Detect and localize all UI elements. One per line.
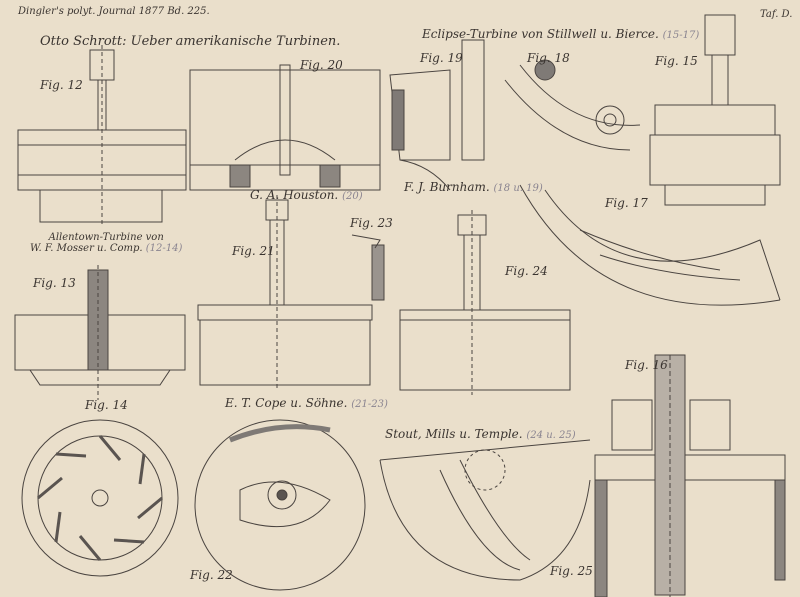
journal-header: Dingler's polyt. Journal 1877 Bd. 225. (18, 6, 210, 17)
section-name: Allentown-Turbine von (48, 232, 164, 243)
fig23-drawing (351, 234, 385, 301)
section-houston: G. A. Houston. (20) (250, 188, 363, 202)
fig-label-14: Fig. 14 (85, 398, 128, 412)
fig-label-15: Fig. 15 (655, 54, 698, 68)
fig24-drawing (399, 210, 571, 395)
fig21-drawing (197, 195, 373, 390)
fig-label-17: Fig. 17 (605, 196, 648, 210)
fig-label-25: Fig. 25 (550, 564, 593, 578)
section-allentown: Allentown-Turbine von W. F. Mosser u. Co… (30, 232, 182, 254)
fig17-drawing (519, 184, 781, 306)
fig-label-23: Fig. 23 (350, 216, 393, 230)
fig18-drawing (504, 59, 641, 151)
section-name: E. T. Cope u. Söhne. (225, 396, 348, 410)
fig-label-21: Fig. 21 (232, 244, 275, 258)
fig14-drawing (21, 419, 179, 577)
section-ref: (18 u. 19) (493, 183, 543, 194)
section-name: Stout, Mills u. Temple. (385, 427, 523, 441)
fig12-drawing (17, 45, 187, 225)
fig-label-24: Fig. 24 (505, 264, 548, 278)
section-eclipse: Eclipse-Turbine von Stillwell u. Bierce.… (422, 27, 699, 41)
section-name: F. J. Burnham. (404, 180, 490, 194)
fig20-drawing (189, 64, 381, 191)
fig-label-12: Fig. 12 (40, 78, 83, 92)
section-cope: E. T. Cope u. Söhne. (21-23) (225, 396, 388, 410)
section-burnham: F. J. Burnham. (18 u. 19) (404, 180, 543, 194)
fig-label-13: Fig. 13 (33, 276, 76, 290)
plate-number: Taf. D. (760, 9, 793, 20)
fig-label-18: Fig. 18 (527, 51, 570, 65)
plate-title: Otto Schrott: Ueber amerikanische Turbin… (40, 34, 341, 49)
section-name: Eclipse-Turbine von Stillwell u. Bierce. (422, 27, 659, 41)
section-stout: Stout, Mills u. Temple. (24 u. 25) (385, 427, 576, 441)
section-ref: (21-23) (351, 399, 388, 410)
section-ref: (24 u. 25) (526, 430, 576, 441)
fig-label-19: Fig. 19 (420, 51, 463, 65)
section-name: G. A. Houston. (250, 188, 339, 202)
fig15-drawing (649, 14, 781, 206)
fig13-drawing (14, 265, 186, 400)
section-name-2: W. F. Mosser u. Comp. (30, 243, 143, 254)
section-ref: (20) (342, 191, 363, 202)
fig-label-20: Fig. 20 (300, 58, 343, 72)
fig-label-16: Fig. 16 (625, 358, 668, 372)
fig22-drawing (194, 419, 366, 591)
fig25-drawing (379, 439, 591, 581)
section-ref: (15-17) (662, 30, 700, 41)
fig19-drawing (389, 39, 485, 191)
fig-label-22: Fig. 22 (190, 568, 233, 582)
section-ref: (12-14) (145, 243, 183, 254)
fig16-drawing (594, 354, 786, 597)
